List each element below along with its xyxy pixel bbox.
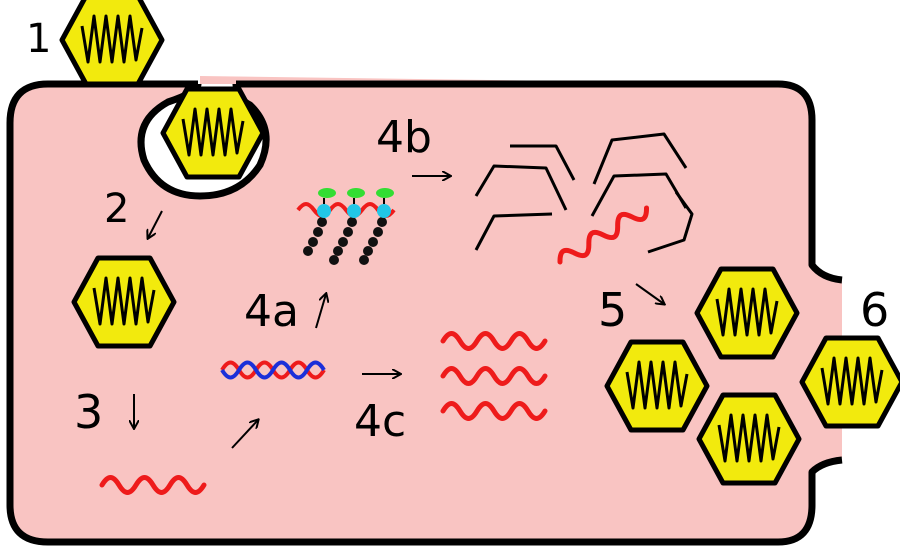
arrow-icon (231, 420, 258, 449)
progeny-virion-icon (607, 342, 707, 430)
arrow-icon (635, 283, 664, 304)
step-label-4c: 4c (354, 396, 406, 447)
arrow-icon (148, 210, 163, 238)
capsid-fragments-icon (474, 132, 694, 254)
exiting-virion-icon (802, 338, 900, 426)
virion-in-vesicle-icon (163, 89, 263, 177)
step-label-1: 1 (26, 16, 51, 62)
progeny-virion-icon (697, 269, 797, 357)
step-label-4a: 4a (244, 286, 299, 337)
step-label-4b: 4b (376, 112, 432, 163)
double-helix-icon (220, 360, 326, 380)
virion-uncoating-icon (74, 258, 174, 346)
translation-ribosomes-icon (296, 188, 396, 265)
step-label-2: 2 (104, 186, 129, 232)
virion-attaching-icon (62, 0, 162, 84)
cell-membrane (6, 80, 843, 546)
step-label-3: 3 (74, 385, 103, 439)
arrow-icon (315, 294, 326, 329)
step-label-5: 5 (598, 283, 627, 337)
progeny-virion-icon (699, 395, 799, 483)
step-label-6: 6 (860, 283, 889, 337)
